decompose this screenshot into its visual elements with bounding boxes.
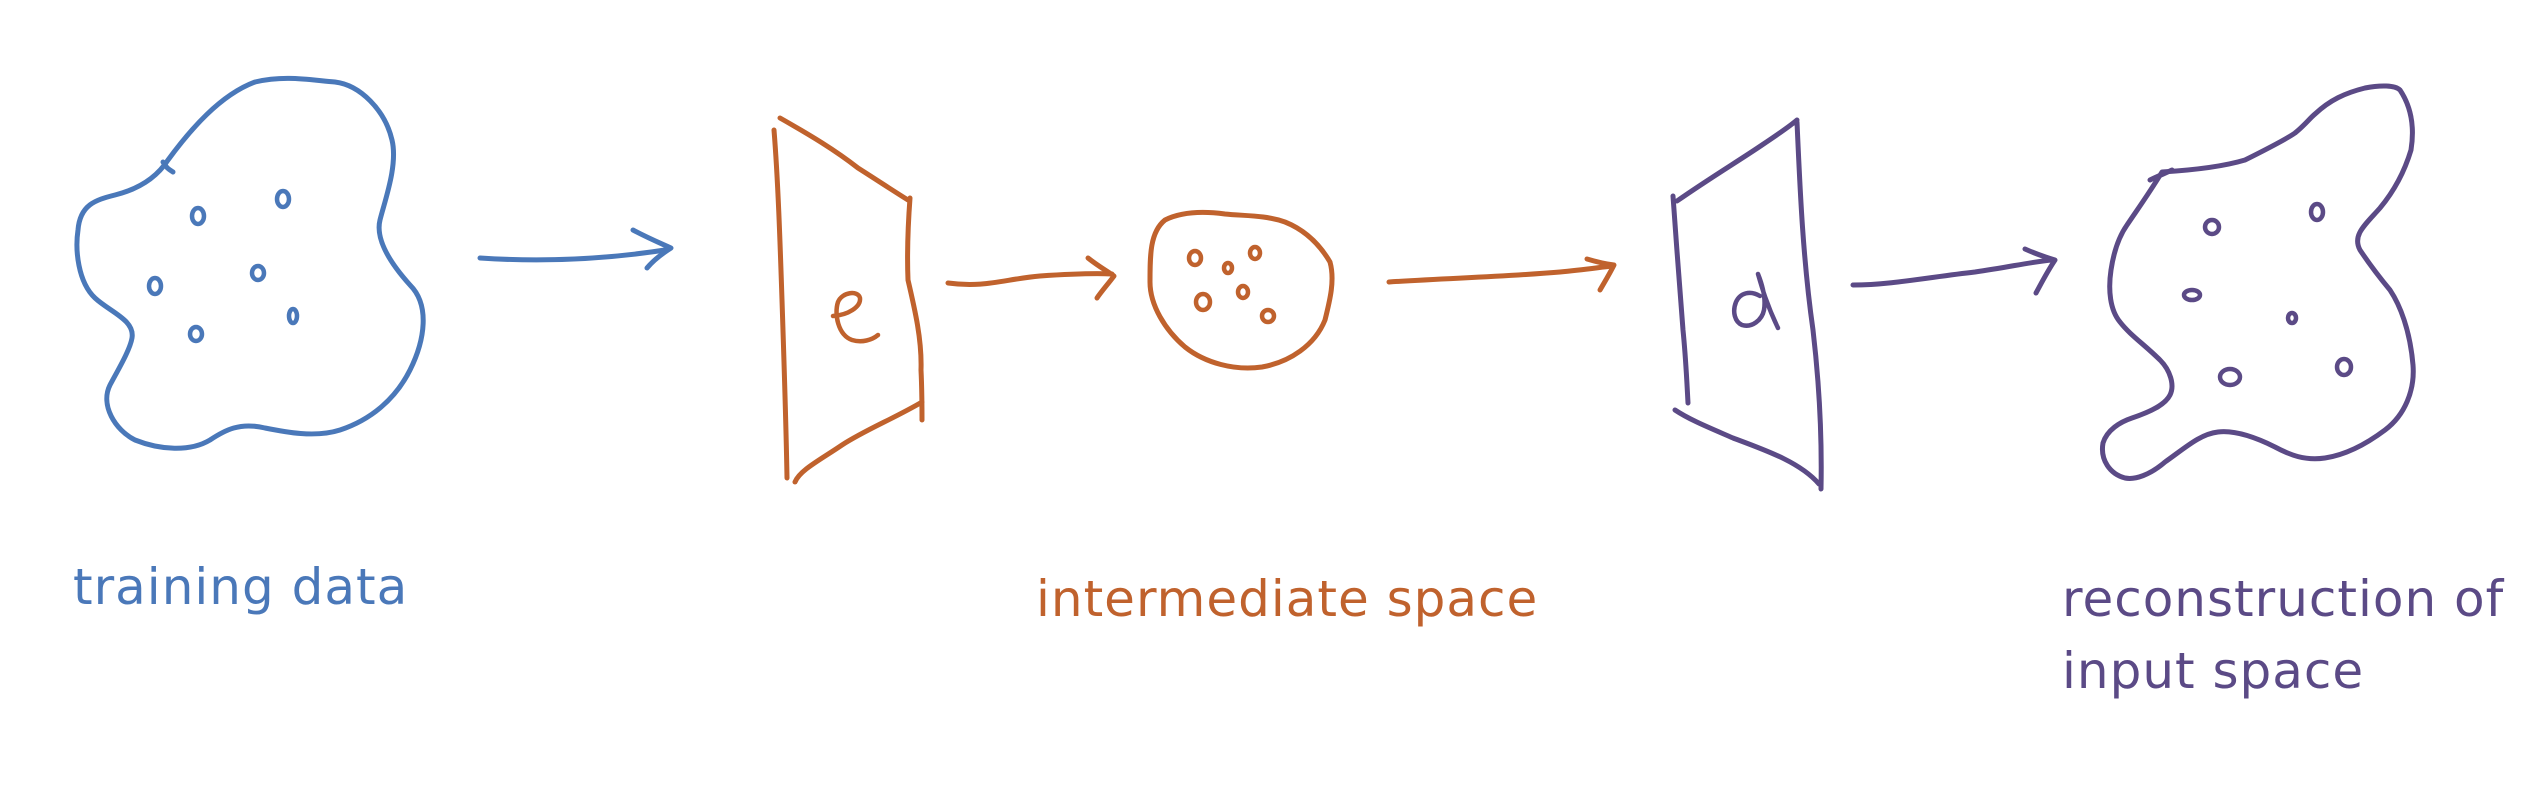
reconstructed-point xyxy=(2285,310,2299,326)
data-point xyxy=(189,205,207,227)
reconstruction-blob-tick xyxy=(2147,167,2175,183)
reconstruction-blob xyxy=(2099,83,2416,481)
latent-point xyxy=(1221,260,1235,276)
decoder-trapezoid xyxy=(1670,117,1824,492)
encoder-group xyxy=(771,115,925,485)
intermediate-space-group xyxy=(1147,209,1335,371)
data-point xyxy=(146,275,164,297)
latent-point xyxy=(1186,248,1204,268)
data-point xyxy=(187,324,205,344)
intermediate-space-blob xyxy=(1147,209,1335,371)
data-point xyxy=(274,188,292,210)
arrow-to-decoder xyxy=(1386,256,1617,293)
decoder-group xyxy=(1670,117,1824,492)
data-point xyxy=(286,306,300,326)
training-data-blob xyxy=(74,75,426,451)
latent-point xyxy=(1259,307,1277,325)
reconstructed-point xyxy=(2308,201,2326,223)
label-intermediate-space: intermediate space xyxy=(1036,570,1538,628)
reconstructed-point xyxy=(2217,366,2243,388)
encoder-letter xyxy=(830,290,881,344)
data-point xyxy=(249,263,267,283)
latent-point xyxy=(1247,244,1263,262)
latent-point xyxy=(1235,283,1251,301)
reconstructed-point xyxy=(2202,217,2222,237)
reconstruction-group xyxy=(2099,83,2416,481)
training-data-blob-tick xyxy=(160,159,176,175)
label-training-data: training data xyxy=(73,558,408,616)
arrow-to-encoder xyxy=(477,227,674,271)
training-data-group xyxy=(74,75,426,451)
decoder-letter xyxy=(1732,271,1781,331)
label-reconstruction-line-1: reconstruction of xyxy=(2062,570,2505,628)
latent-point xyxy=(1193,291,1213,313)
label-reconstruction-line-2: input space xyxy=(2062,642,2364,700)
encoder-trapezoid xyxy=(771,115,925,485)
reconstructed-point xyxy=(2334,356,2354,378)
reconstructed-point xyxy=(2181,287,2203,303)
arrow-to-reconstruction xyxy=(1850,246,2058,296)
arrow-to-intermediate xyxy=(945,255,1117,301)
